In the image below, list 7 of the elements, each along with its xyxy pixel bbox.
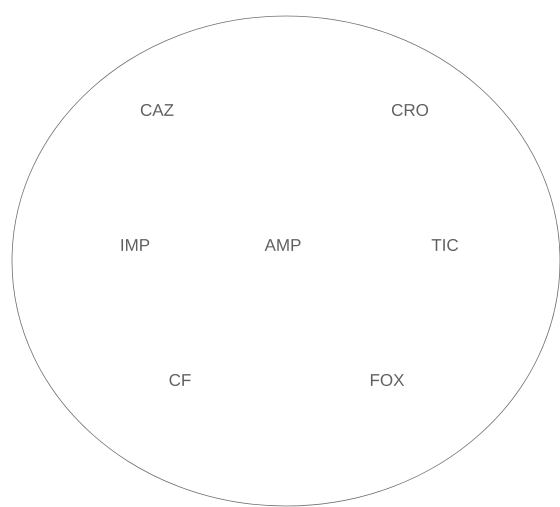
label: CAZ	[140, 104, 174, 116]
label: FOX	[370, 374, 404, 386]
label: CF	[170, 374, 191, 386]
label: AMP	[264, 239, 301, 251]
label: IMP	[121, 239, 150, 251]
label: TIC	[432, 238, 458, 252]
label: CRO	[392, 104, 428, 116]
